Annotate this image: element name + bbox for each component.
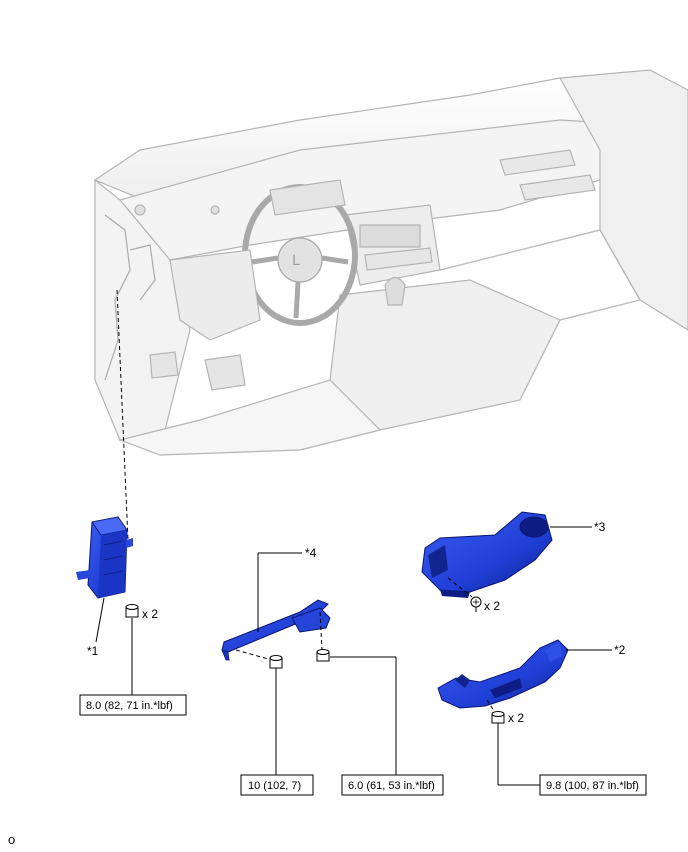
screw-icon [470,596,482,612]
nut-icon [125,604,139,618]
torque-spec-box: 9.8 (100, 87 in.*lbf) [539,774,647,796]
quantity-label: x 2 [508,711,524,725]
part-3-duct[interactable] [421,511,553,598]
torque-spec-box: 8.0 (82, 71 in.*lbf) [79,694,187,716]
leader-line [95,597,105,643]
nut-icon [316,649,330,662]
bolt-icon [491,711,505,729]
torque-spec-box: 10 (102, 7) [240,774,314,796]
callout-label: *2 [614,643,626,657]
callout-label: *1 [87,644,99,658]
callout-label: *4 [305,546,317,560]
svg-text:L: L [292,253,300,269]
quantity-label: x 2 [484,599,500,613]
vehicle-interior-illustration: L [93,69,688,456]
svg-text:8.0 (82, 71 in.*lbf): 8.0 (82, 71 in.*lbf) [86,700,173,712]
torque-spec-box: 6.0 (61, 53 in.*lbf) [341,774,444,796]
svg-text:6.0 (61, 53 in.*lbf): 6.0 (61, 53 in.*lbf) [348,780,435,792]
svg-text:9.8 (100, 87 in.*lbf): 9.8 (100, 87 in.*lbf) [546,780,639,792]
part-1-ecu[interactable] [76,516,133,599]
bolt-icon [269,655,283,674]
footer-code: o [8,832,16,847]
quantity-label: x 2 [142,607,158,621]
callout-label: *3 [594,520,606,534]
svg-text:10 (102, 7): 10 (102, 7) [248,780,301,792]
part-2-bracket[interactable] [437,639,569,709]
